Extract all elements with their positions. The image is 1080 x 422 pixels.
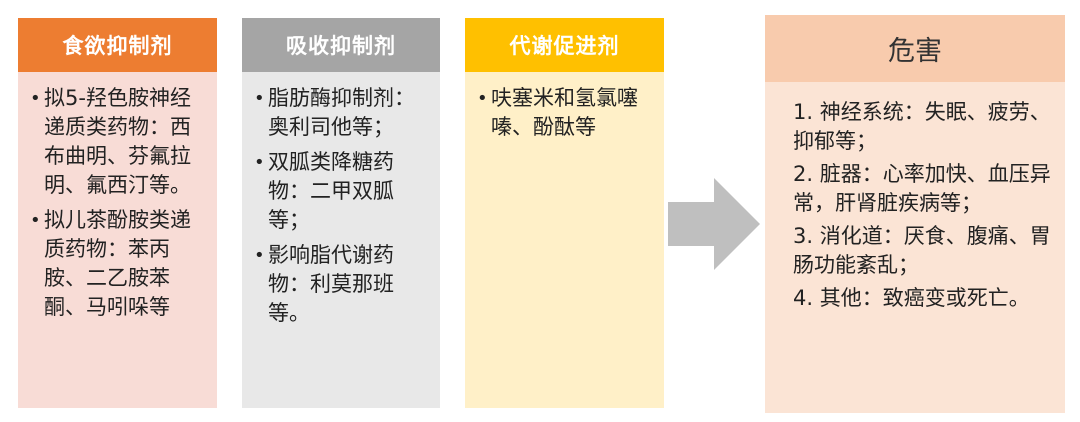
- column-appetite-suppressants: 食欲抑制剂 拟5-羟色胺神经递质类药物：西布曲明、芬氟拉明、氟西汀等。 拟儿茶酚…: [18, 18, 217, 408]
- harm-item: 4. 其他：致癌变或死亡。: [793, 286, 1030, 310]
- harm-item: 1. 神经系统：失眠、疲劳、抑郁等；: [793, 100, 1051, 153]
- harm-item: 2. 脏器：心率加快、血压异常，肝肾脏疾病等；: [793, 162, 1051, 215]
- list-item: 拟5-羟色胺神经递质类药物：西布曲明、芬氟拉明、氟西汀等。: [30, 84, 207, 200]
- list-item: 拟儿茶酚胺类递质药物：苯丙胺、二乙胺苯酮、马吲哚等: [30, 206, 207, 322]
- item-list: 拟5-羟色胺神经递质类药物：西布曲明、芬氟拉明、氟西汀等。 拟儿茶酚胺类递质药物…: [30, 84, 207, 322]
- list-item: 影响脂代谢药物：利莫那班等。: [254, 241, 430, 328]
- column-metabolism-promoters: 代谢促进剂 呋塞米和氢氯噻嗪、酚酞等: [465, 18, 664, 408]
- column-body: 脂肪酶抑制剂：奥利司他等； 双胍类降糖药物：二甲双胍等； 影响脂代谢药物：利莫那…: [242, 72, 440, 408]
- right-arrow-icon: [668, 178, 760, 270]
- column-header: 食欲抑制剂: [18, 18, 217, 72]
- column-header: 代谢促进剂: [465, 18, 664, 72]
- column-header: 吸收抑制剂: [242, 18, 440, 72]
- list-item: 脂肪酶抑制剂：奥利司他等；: [254, 84, 430, 142]
- item-list: 呋塞米和氢氯噻嗪、酚酞等: [477, 84, 654, 142]
- harm-panel: 危害 1. 神经系统：失眠、疲劳、抑郁等； 2. 脏器：心率加快、血压异常，肝肾…: [765, 15, 1065, 413]
- column-absorption-inhibitors: 吸收抑制剂 脂肪酶抑制剂：奥利司他等； 双胍类降糖药物：二甲双胍等； 影响脂代谢…: [242, 18, 440, 408]
- item-list: 脂肪酶抑制剂：奥利司他等； 双胍类降糖药物：二甲双胍等； 影响脂代谢药物：利莫那…: [254, 84, 430, 328]
- list-item: 双胍类降糖药物：二甲双胍等；: [254, 148, 430, 235]
- column-body: 呋塞米和氢氯噻嗪、酚酞等: [465, 72, 664, 408]
- harm-body: 1. 神经系统：失眠、疲劳、抑郁等； 2. 脏器：心率加快、血压异常，肝肾脏疾病…: [765, 82, 1065, 413]
- harm-item: 3. 消化道：厌食、腹痛、胃肠功能紊乱；: [793, 224, 1051, 277]
- list-item: 呋塞米和氢氯噻嗪、酚酞等: [477, 84, 654, 142]
- column-body: 拟5-羟色胺神经递质类药物：西布曲明、芬氟拉明、氟西汀等。 拟儿茶酚胺类递质药物…: [18, 72, 217, 408]
- harm-header: 危害: [765, 15, 1065, 82]
